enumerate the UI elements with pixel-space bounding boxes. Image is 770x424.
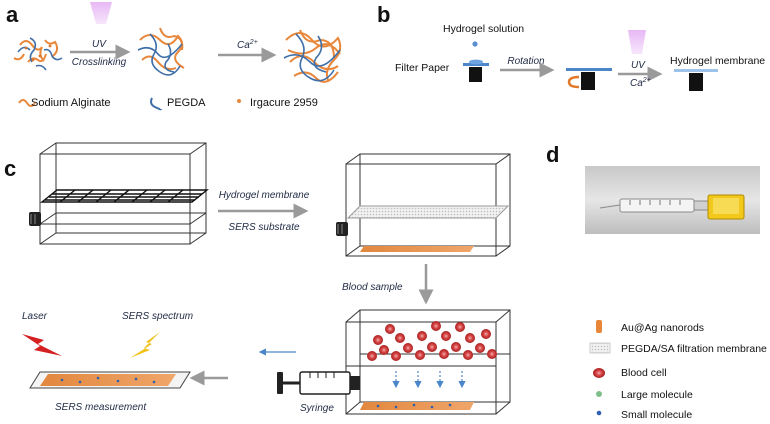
pegda-icon [150,97,162,111]
laser-bolt-icon [22,334,62,356]
sers-substrate-label: SERS substrate [228,222,300,233]
measurement-substrate [40,374,176,386]
panel-label-c: c [4,156,16,181]
legend-blood-cell: Blood cell [621,367,667,379]
legend-pegda: PEGDA [167,97,206,109]
measurement-molecules [60,376,156,384]
spin-coater-3 [674,69,718,91]
legend-membrane: PEGDA/SA filtration membrane [621,343,767,355]
spin-coater-2 [566,68,612,90]
irgacure-icon [237,99,241,103]
panel-label-d: d [546,142,559,167]
ca-b-label: Ca2+ [630,77,651,89]
panel-label-b: b [377,2,390,27]
mesh-grid [40,189,209,203]
legend-large-molecule: Large molecule [621,389,693,401]
chamber-filtration [345,309,511,415]
hydrogel-solution-label: Hydrogel solution [443,23,524,35]
legend-small-molecule-icon [596,410,602,416]
sodium-alginate-icon [18,99,36,107]
small-molecules [376,403,452,409]
sers-spectrum-label: SERS spectrum [122,311,193,322]
blood-cells [367,321,497,361]
dense-network [283,29,342,83]
legend-large-molecule-icon [596,391,602,397]
spectrum-bolt-icon [130,332,160,358]
screw-knob-2 [336,222,348,236]
chamber-membrane [345,153,511,257]
syringe-icon [277,371,360,395]
legend-membrane-icon [589,342,611,354]
panel-label-a: a [6,2,19,27]
flow-arrows [392,371,466,389]
blood-sample-label: Blood sample [342,282,403,293]
legend-nanorods: Au@Ag nanorods [621,322,704,334]
legend-sodium-alginate: Sodium Alginate [31,97,111,109]
pegda-network [137,27,185,76]
legend-nanorod-icon [596,320,602,333]
sers-substrate-strip-2 [360,402,474,410]
hydrogel-membrane-label: Hydrogel membrane [670,55,765,67]
crosslinking-label: Crosslinking [72,57,127,68]
sers-substrate-strip [360,246,474,252]
filtration-membrane-sheet [346,205,510,219]
sers-measurement-label: SERS measurement [55,402,147,413]
uv-label: UV [92,39,107,50]
rotation-icon [567,75,580,89]
legend-irgacure: Irgacure 2959 [250,97,318,109]
filter-paper-label: Filter Paper [395,62,450,74]
monomer-cluster [13,37,63,71]
syringe-label: Syringe [300,403,334,414]
uv-lamp-b-icon [628,30,646,54]
rotation-label: Rotation [507,56,545,67]
laser-label: Laser [22,311,48,322]
solution-drop-icon [472,41,478,47]
uv-b-label: UV [631,60,646,71]
syringe-photo [585,166,760,234]
ca-label: Ca2+ [237,39,258,51]
screw-knob-1 [29,212,41,226]
chamber-empty [39,142,207,245]
legend-blood-cell-icon [593,368,605,378]
uv-lamp-icon [90,2,112,24]
legend-small-molecule: Small molecule [621,409,692,421]
spin-coater-1 [463,59,489,82]
hydrogel-membrane-step-label: Hydrogel membrane [219,190,310,201]
